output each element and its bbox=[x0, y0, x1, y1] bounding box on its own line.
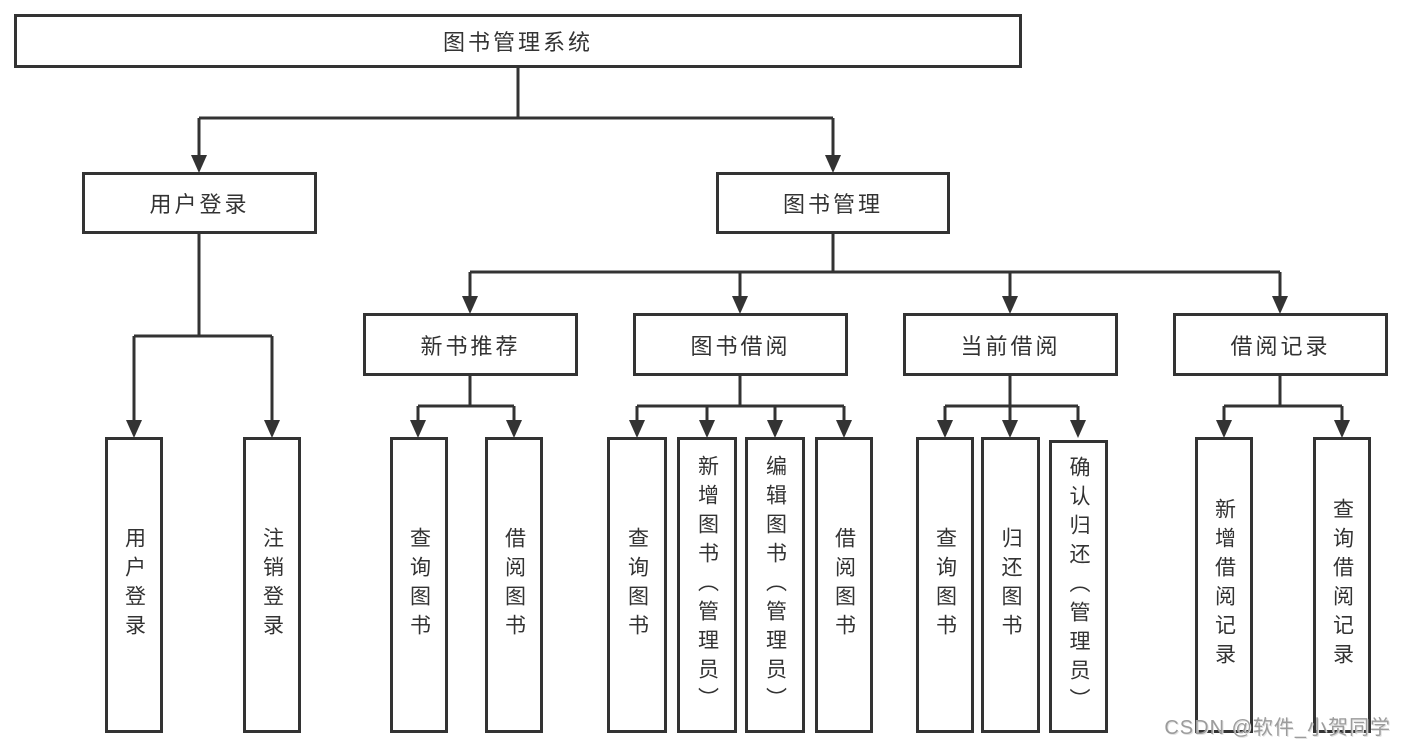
csdn-watermark: CSDN @软件_小贺同学 bbox=[1164, 717, 1391, 739]
node-root-label: 图书管理系统 bbox=[442, 30, 593, 55]
leaf-recommend-query-books: 查询图书 bbox=[390, 437, 448, 733]
node-book-borrow: 图书借阅 bbox=[633, 313, 848, 376]
connector-root-to-level2 bbox=[197, 68, 835, 156]
arrowhead-leaf-records-query bbox=[1334, 420, 1350, 438]
node-book-borrow-label: 图书借阅 bbox=[690, 333, 791, 359]
leaf-borrow-edit-books-admin-label: 编辑图书（管理员） bbox=[763, 454, 787, 716]
arrowhead-current-borrow bbox=[1002, 296, 1018, 314]
arrowhead-leaf-records-add bbox=[1216, 420, 1232, 438]
node-user-login-label: 用户登录 bbox=[149, 192, 250, 217]
leaf-borrow-edit-books-admin: 编辑图书（管理员） bbox=[745, 437, 805, 733]
leaf-borrow-borrow-books: 借阅图书 bbox=[815, 437, 873, 733]
arrowhead-new-book-recommend bbox=[462, 296, 478, 314]
leaf-user-login: 用户登录 bbox=[105, 437, 163, 733]
node-book-management-label: 图书管理 bbox=[782, 192, 883, 217]
leaf-recommend-borrow-books: 借阅图书 bbox=[485, 437, 543, 733]
leaf-borrow-add-books-admin-label: 新增图书（管理员） bbox=[695, 454, 719, 716]
leaf-borrow-borrow-books-label: 借阅图书 bbox=[832, 527, 856, 643]
node-borrow-records: 借阅记录 bbox=[1173, 313, 1388, 376]
leaf-add-borrow-record-label: 新增借阅记录 bbox=[1212, 498, 1236, 672]
arrowhead-borrow-records bbox=[1272, 296, 1288, 314]
connector-borrow-to-leaves bbox=[635, 376, 846, 421]
arrowhead-leaf-borrow-edit bbox=[767, 420, 783, 438]
leaf-current-query-books-label: 查询图书 bbox=[933, 527, 957, 643]
arrowhead-leaf-current-confirm bbox=[1070, 420, 1086, 438]
arrowhead-leaf-recommend-borrow bbox=[506, 420, 522, 438]
arrowhead-leaf-borrow-query bbox=[629, 420, 645, 438]
leaf-logout-label: 注销登录 bbox=[260, 527, 284, 643]
arrowhead-user-login bbox=[191, 155, 207, 173]
node-book-management: 图书管理 bbox=[716, 172, 950, 234]
node-new-book-recommend: 新书推荐 bbox=[363, 313, 578, 376]
node-current-borrow-label: 当前借阅 bbox=[960, 333, 1061, 359]
leaf-current-query-books: 查询图书 bbox=[916, 437, 974, 733]
arrowhead-book-borrow bbox=[732, 296, 748, 314]
leaf-recommend-borrow-books-label: 借阅图书 bbox=[502, 527, 526, 643]
connector-login-to-leaves bbox=[132, 234, 274, 421]
arrowhead-leaf-recommend-query bbox=[410, 420, 426, 438]
arrowhead-leaf-user-login bbox=[126, 420, 142, 438]
leaf-borrow-query-books-label: 查询图书 bbox=[625, 527, 649, 643]
leaf-current-confirm-return-admin-label: 确认归还（管理员） bbox=[1067, 456, 1090, 717]
node-new-book-recommend-label: 新书推荐 bbox=[420, 333, 521, 359]
leaf-borrow-query-books: 查询图书 bbox=[607, 437, 667, 733]
leaf-current-return-books: 归还图书 bbox=[981, 437, 1040, 733]
arrowhead-book-management bbox=[825, 155, 841, 173]
connector-current-to-leaves bbox=[943, 376, 1080, 421]
leaf-add-borrow-record: 新增借阅记录 bbox=[1195, 437, 1253, 733]
arrowhead-leaf-current-return bbox=[1002, 420, 1018, 438]
leaf-query-borrow-record-label: 查询借阅记录 bbox=[1330, 498, 1354, 672]
leaf-current-return-books-label: 归还图书 bbox=[999, 527, 1022, 643]
arrowhead-leaf-borrow-borrow bbox=[836, 420, 852, 438]
leaf-borrow-add-books-admin: 新增图书（管理员） bbox=[677, 437, 737, 733]
leaf-recommend-query-books-label: 查询图书 bbox=[407, 527, 431, 643]
leaf-current-confirm-return-admin: 确认归还（管理员） bbox=[1049, 440, 1108, 733]
leaf-user-login-label: 用户登录 bbox=[122, 527, 146, 643]
leaf-query-borrow-record: 查询借阅记录 bbox=[1313, 437, 1371, 733]
leaf-logout: 注销登录 bbox=[243, 437, 301, 733]
node-user-login: 用户登录 bbox=[82, 172, 317, 234]
arrowhead-leaf-borrow-add bbox=[699, 420, 715, 438]
arrowhead-leaf-logout bbox=[264, 420, 280, 438]
connector-records-to-leaves bbox=[1222, 376, 1344, 421]
arrowhead-leaf-current-query bbox=[937, 420, 953, 438]
node-root: 图书管理系统 bbox=[14, 14, 1022, 68]
node-borrow-records-label: 借阅记录 bbox=[1230, 333, 1331, 359]
node-current-borrow: 当前借阅 bbox=[903, 313, 1118, 376]
connector-mgmt-to-level3 bbox=[468, 234, 1282, 297]
connector-recommend-to-leaves bbox=[416, 376, 516, 421]
